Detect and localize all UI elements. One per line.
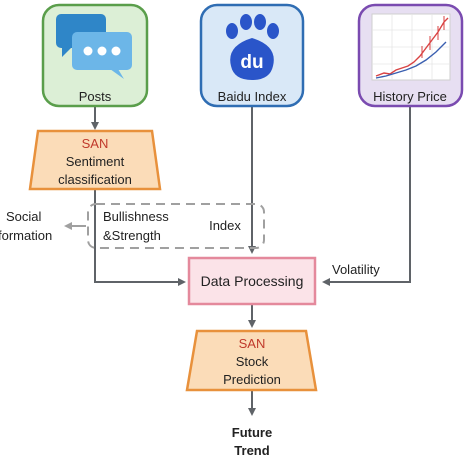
strength-label: &Strength <box>103 228 161 243</box>
history-price-source: History Price <box>357 3 464 108</box>
stock-chart-icon <box>371 13 451 81</box>
prediction-line1: Stock <box>236 354 269 369</box>
posts-source: Posts <box>41 3 149 108</box>
sentiment-trapezoid <box>28 129 162 191</box>
baidu-index-label: Baidu Index <box>218 89 287 104</box>
arrow-sentiment-to-processing <box>94 190 186 286</box>
dashed-group-index-mask <box>204 216 246 234</box>
sentiment-model-label: SAN <box>82 136 109 151</box>
sentiment-line2: classification <box>58 172 132 187</box>
future-trend-line1: Future <box>232 425 272 440</box>
data-processing-block: Data Processing <box>187 256 317 306</box>
chat-bubbles-icon <box>56 14 132 79</box>
data-processing-box <box>187 256 317 306</box>
arrow-price-to-processing <box>322 106 411 286</box>
connectors <box>91 106 411 416</box>
history-price-label: History Price <box>373 89 447 104</box>
prediction-trapezoid <box>185 329 318 392</box>
sentiment-line1: Sentiment <box>66 154 125 169</box>
future-trend-line2: Trend <box>234 443 269 458</box>
data-processing-label: Data Processing <box>201 273 304 289</box>
index-label: Index <box>209 218 241 233</box>
volatility-label: Volatility <box>332 262 380 277</box>
prediction-model-label: SAN <box>239 336 266 351</box>
posts-label: Posts <box>79 89 112 104</box>
baidu-icon-text: du <box>240 52 263 73</box>
dashed-group-label-mask <box>100 206 170 246</box>
stock-prediction-block: SAN Stock Prediction <box>185 329 318 392</box>
baidu-index-source: du Baidu Index <box>199 3 305 108</box>
social-formation-line2: formation <box>0 228 52 243</box>
bullishness-index-group <box>87 203 265 249</box>
prediction-line2: Prediction <box>223 372 281 387</box>
sentiment-classification-block: SAN Sentiment classification <box>28 129 162 191</box>
social-formation-line1: Social <box>6 209 42 224</box>
baidu-paw-icon: du <box>226 14 279 80</box>
bullishness-label: Bullishness <box>103 209 169 224</box>
